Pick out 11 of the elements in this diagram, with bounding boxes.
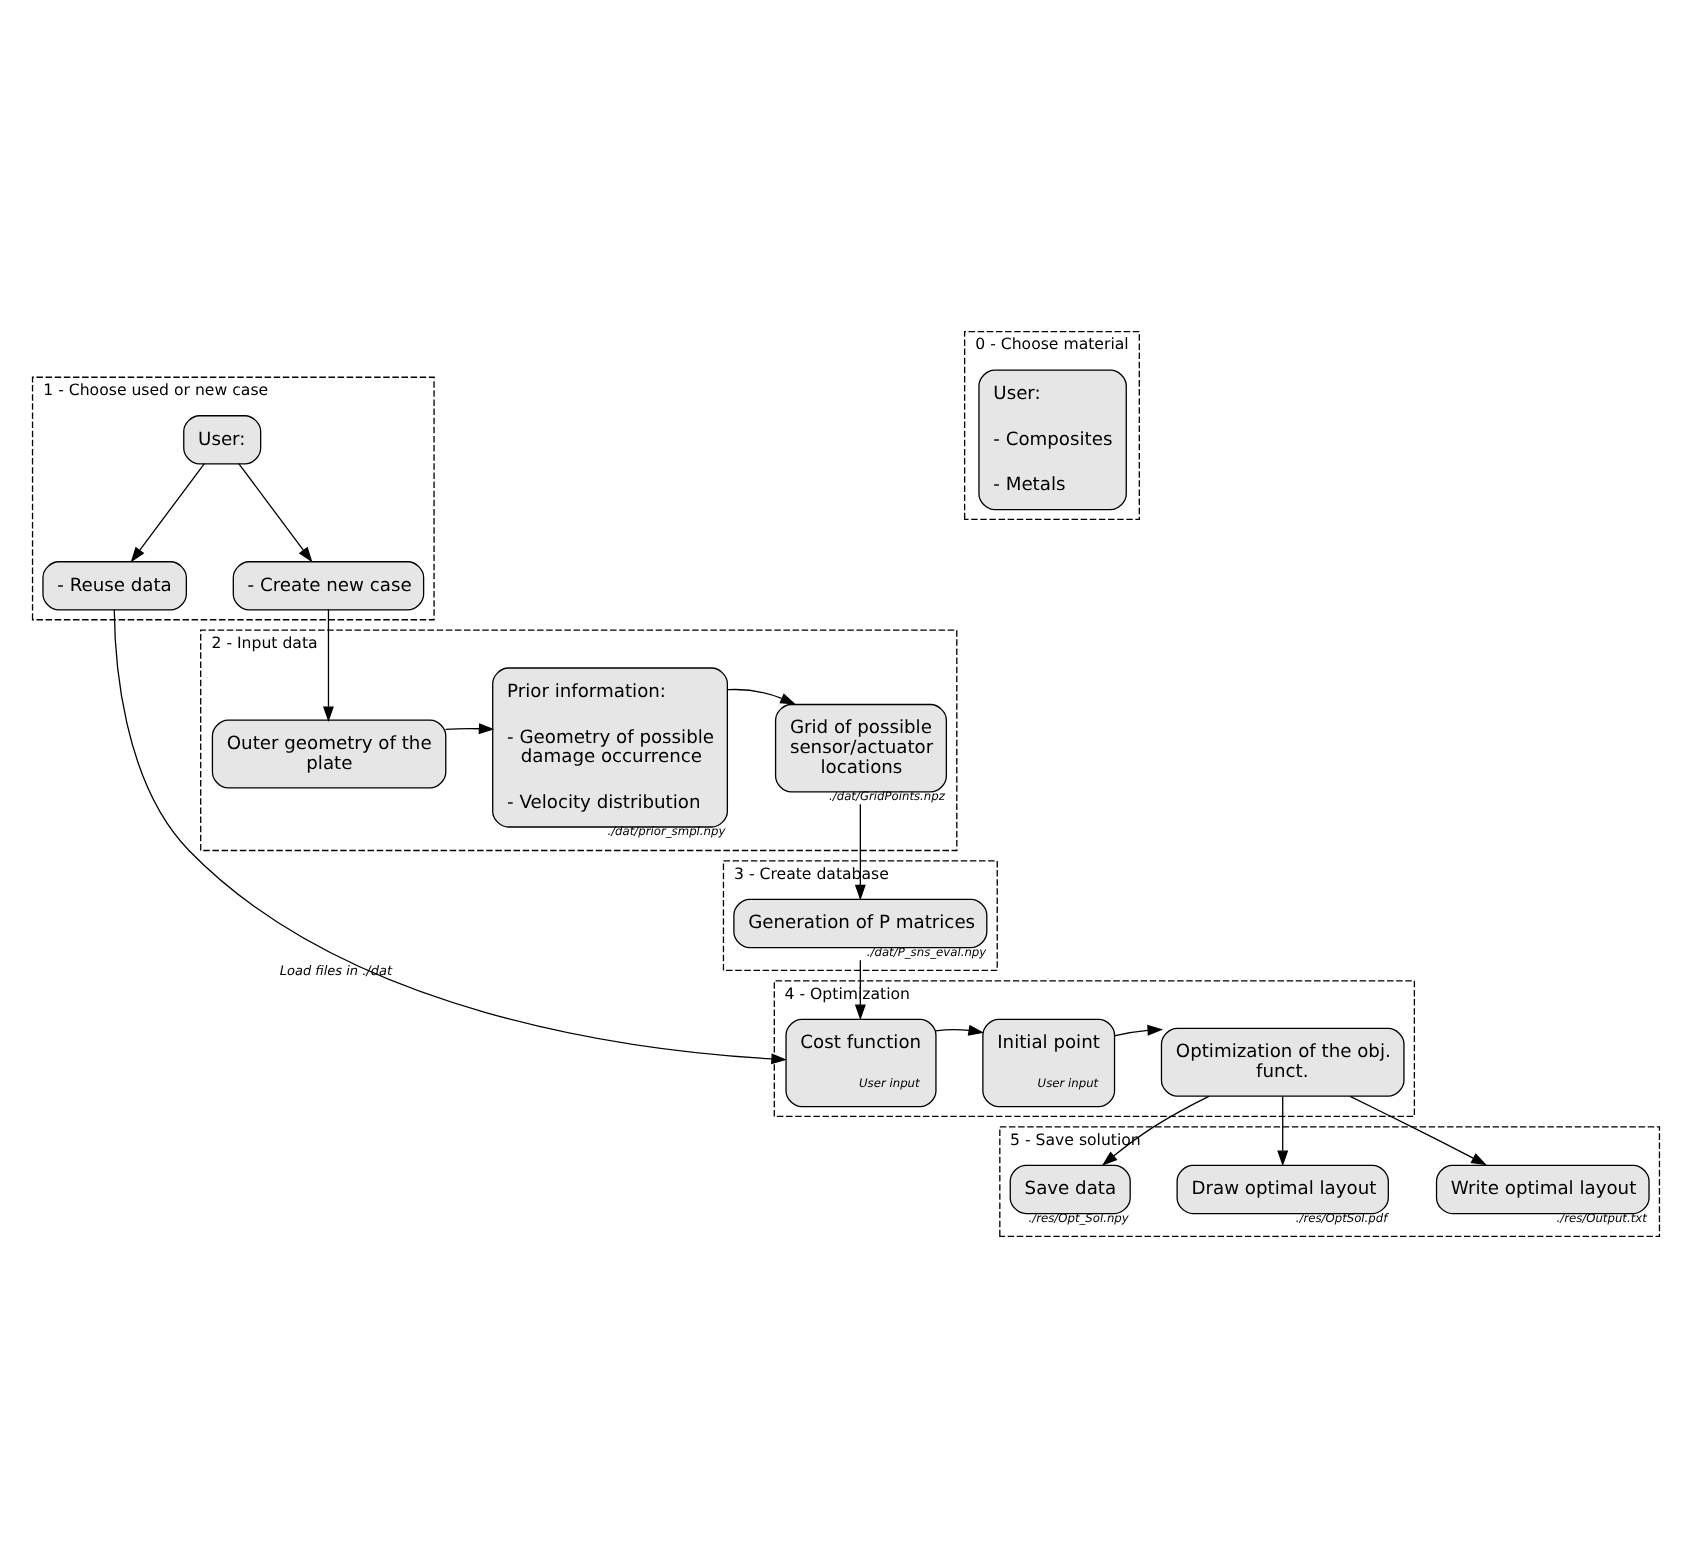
arrow bbox=[238, 462, 313, 563]
arrow bbox=[854, 959, 866, 1021]
arrow bbox=[113, 608, 787, 1065]
arrow bbox=[854, 803, 866, 901]
arrow bbox=[444, 723, 495, 735]
arrow bbox=[727, 688, 796, 705]
arrow bbox=[934, 1024, 985, 1036]
arrow bbox=[130, 462, 206, 563]
arrow bbox=[1113, 1024, 1164, 1037]
arrow bbox=[1277, 1095, 1289, 1167]
arrow bbox=[323, 608, 334, 723]
